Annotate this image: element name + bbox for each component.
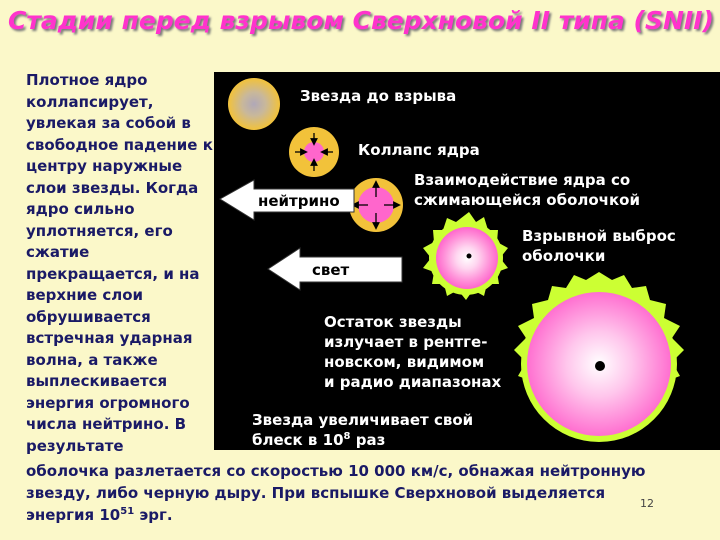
neutrino-arrow (219, 179, 355, 221)
light-arrow (267, 247, 403, 291)
remnant-line3: новском, видимом (324, 353, 485, 371)
neutrino-label: нейтрино (258, 192, 340, 210)
stage-core-collapse-label: Коллапс ядра (358, 141, 480, 159)
bottom-line3: энергия 1051 эрг. (26, 506, 173, 524)
core-shell-interaction-star (349, 178, 403, 232)
remnant-line2: излучает в рентге- (324, 333, 488, 351)
stage-interaction-line2: сжимающейся оболочкой (414, 191, 640, 209)
remnant-line1: Остаток звезды (324, 313, 462, 331)
core-collapse-star (289, 127, 339, 177)
brightness-line1: Звезда увеличивает свой (252, 411, 474, 429)
shell-ejection-star (423, 212, 508, 300)
remnant-line4: и радио диапазонах (324, 373, 502, 391)
stage-ejection-label: Взрывной выброс оболочки (522, 226, 676, 266)
bottom-description: оболочка разлетается со скоростью 10 000… (26, 460, 716, 526)
brightness-label: Звезда увеличивает свой блеск в 108 раз (252, 410, 473, 450)
slide-title: Стадии перед взрывом Сверхновой II типа … (8, 6, 714, 35)
bottom-line2: звезду, либо черную дыру. При вспышке Св… (26, 484, 606, 502)
stage-before-explosion-label: Звезда до взрыва (300, 87, 457, 105)
star-before-explosion (228, 78, 280, 130)
stage-interaction-label: Взаимодействие ядра со сжимающейся оболо… (414, 170, 640, 210)
remnant-emission-label: Остаток звезды излучает в рентге- новско… (324, 312, 501, 392)
diagram-graphics (219, 78, 684, 442)
page-number: 12 (640, 497, 654, 510)
light-label: свет (312, 261, 350, 279)
bottom-line1: оболочка разлетается со скоростью 10 000… (26, 462, 646, 480)
diagram-panel: Звезда до взрыва Коллапс ядра Взаимодейс… (214, 72, 720, 450)
brightness-line2: блеск в 108 раз (252, 431, 386, 449)
stage-ejection-line2: оболочки (522, 247, 606, 265)
supernova-remnant (514, 272, 684, 442)
stage-interaction-line1: Взаимодействие ядра со (414, 171, 631, 189)
stage-ejection-line1: Взрывной выброс (522, 227, 676, 245)
left-description: Плотное ядро коллапсирует, увлекая за со… (26, 71, 213, 455)
